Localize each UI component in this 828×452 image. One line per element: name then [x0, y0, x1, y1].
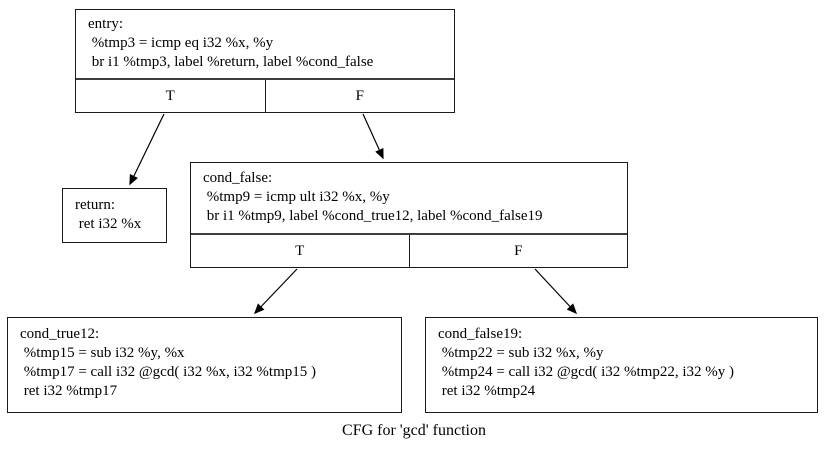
- cond_false-code-block: cond_false: %tmp9 = icmp ult i32 %x, %y …: [191, 163, 627, 233]
- ir-line: cond_false19:: [438, 326, 523, 342]
- cfg-node-entry: entry: %tmp3 = icmp eq i32 %x, %y br i1 …: [75, 9, 455, 113]
- ir-line: ret i32 %tmp24: [438, 383, 536, 399]
- cfg-node-cond_false: cond_false: %tmp9 = icmp ult i32 %x, %y …: [190, 162, 628, 268]
- entry-branch-false-cell: F: [264, 80, 455, 112]
- ir-line: return:: [75, 197, 115, 213]
- cond_false-branch-row: T F: [191, 233, 627, 267]
- cfg-node-cond_true12: cond_true12: %tmp15 = sub i32 %y, %x %tm…: [7, 317, 402, 413]
- ir-line: %tmp22 = sub i32 %x, %y: [438, 345, 604, 361]
- ir-line: %tmp3 = icmp eq i32 %x, %y: [88, 35, 274, 51]
- ir-line: ret i32 %tmp17: [20, 383, 118, 399]
- edge-entry-false-to-cond_false: [362, 113, 384, 160]
- edge-cond_false-true-to-cond_true12: [253, 268, 298, 315]
- cond_false-branch-false-cell: F: [408, 235, 628, 267]
- cond_false19-code-block: cond_false19: %tmp22 = sub i32 %x, %y %t…: [426, 318, 817, 412]
- ir-line: %tmp24 = call i32 @gcd( i32 %tmp22, i32 …: [438, 364, 734, 380]
- cfg-node-return: return: ret i32 %x: [62, 188, 167, 243]
- cfg-node-cond_false19: cond_false19: %tmp22 = sub i32 %x, %y %t…: [425, 317, 818, 413]
- ir-line: entry:: [88, 16, 123, 32]
- ir-line: ret i32 %x: [75, 216, 142, 232]
- ir-line: cond_false:: [203, 170, 273, 186]
- graph-caption: CFG for 'gcd' function: [342, 422, 486, 439]
- ir-line: cond_true12:: [20, 326, 100, 342]
- ir-line: br i1 %tmp9, label %cond_true12, label %…: [203, 208, 543, 224]
- edge-cond_false-false-to-cond_false19: [534, 268, 578, 315]
- ir-line: %tmp9 = icmp ult i32 %x, %y: [203, 189, 390, 205]
- entry-code-block: entry: %tmp3 = icmp eq i32 %x, %y br i1 …: [76, 10, 454, 78]
- ir-line: br i1 %tmp3, label %return, label %cond_…: [88, 54, 374, 70]
- cond_true12-code-block: cond_true12: %tmp15 = sub i32 %y, %x %tm…: [8, 318, 401, 412]
- ir-line: %tmp15 = sub i32 %y, %x: [20, 345, 185, 361]
- edge-entry-true-to-return: [129, 113, 165, 186]
- return-code-block: return: ret i32 %x: [63, 189, 166, 242]
- entry-branch-true-cell: T: [165, 87, 175, 104]
- cond_false-branch-true-cell: T: [295, 242, 305, 259]
- ir-line: %tmp17 = call i32 @gcd( i32 %x, i32 %tmp…: [20, 364, 316, 380]
- entry-branch-row: T F: [76, 78, 454, 112]
